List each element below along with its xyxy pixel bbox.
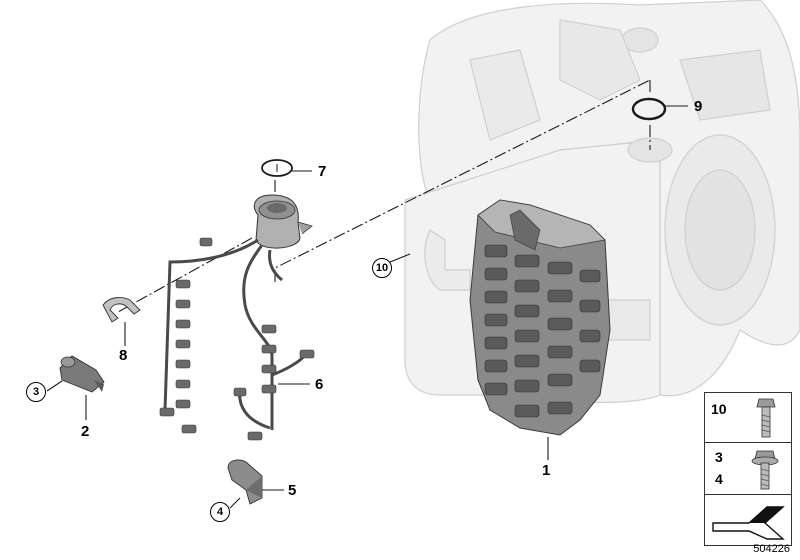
callout-part-3: 3 xyxy=(26,382,46,402)
callout-part-9: 9 xyxy=(694,98,703,115)
diagram-reference-number: 504226 xyxy=(753,543,790,555)
legend-row2-number-a: 3 xyxy=(715,449,723,465)
legend-row-flange-bolt: 3 4 xyxy=(705,443,791,495)
valve-body-part-1 xyxy=(469,199,611,436)
callout-part-6: 6 xyxy=(315,376,324,393)
o-ring-part-9 xyxy=(631,97,667,121)
bolt-icon xyxy=(756,398,776,438)
flange-bolt-icon xyxy=(751,450,779,490)
callout-part-2: 2 xyxy=(81,423,90,440)
sensor-part-2 xyxy=(59,355,105,393)
wiring-harness-part-6 xyxy=(159,194,315,441)
arrow-symbol-icon xyxy=(712,506,785,540)
bracket-part-5 xyxy=(227,459,263,505)
callout-part-4: 4 xyxy=(210,502,230,522)
leader-lines xyxy=(117,79,651,313)
clip-part-8 xyxy=(102,297,141,323)
legend-row-arrow xyxy=(705,495,791,545)
callout-part-7: 7 xyxy=(318,163,327,180)
legend-row-bolt: 10 xyxy=(705,393,791,443)
callout-leaders xyxy=(46,105,688,509)
callout-part-10: 10 xyxy=(372,258,392,278)
legend-row1-number: 10 xyxy=(711,401,727,417)
o-ring-part-7 xyxy=(261,159,293,177)
fastener-legend: 10 3 4 xyxy=(704,392,792,546)
callout-part-5: 5 xyxy=(288,482,297,499)
callout-part-8: 8 xyxy=(119,347,128,364)
callout-part-1: 1 xyxy=(542,462,551,479)
legend-row2-number-b: 4 xyxy=(715,471,723,487)
